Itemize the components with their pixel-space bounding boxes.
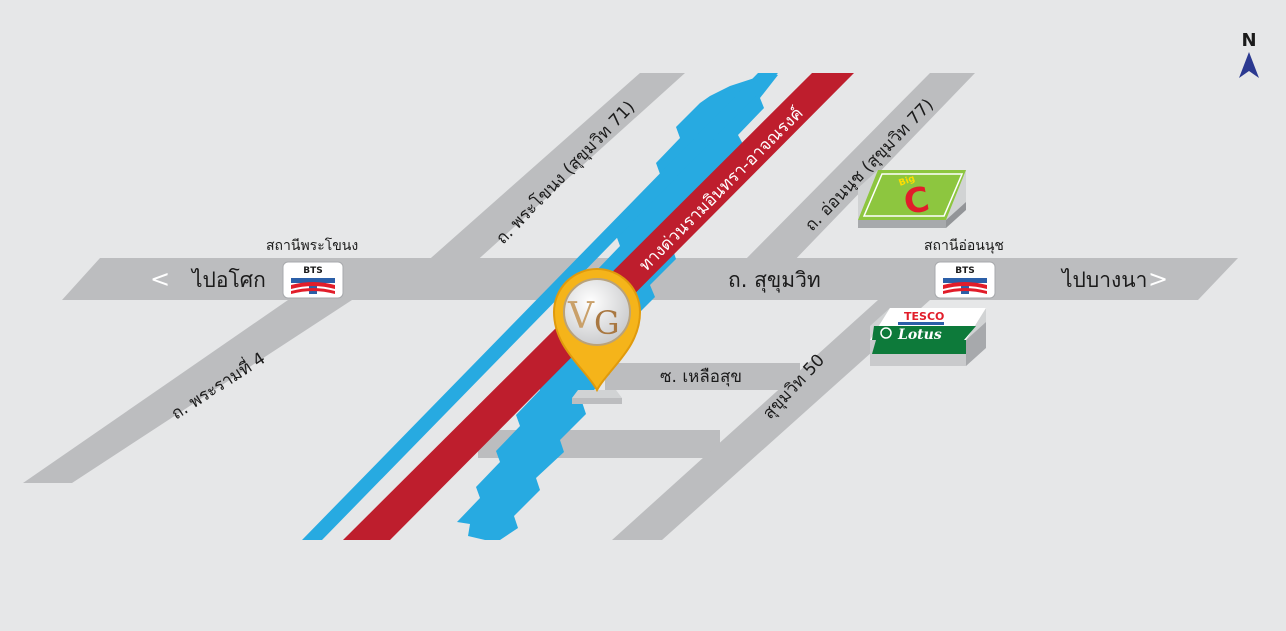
- left-direction-arrow: <: [150, 265, 170, 293]
- right-direction-label: ไปบางนา: [1060, 268, 1147, 292]
- phra-khanong-bts-station: BTS: [282, 261, 344, 299]
- north-arrow-icon: [1239, 52, 1259, 78]
- rama4-road: [23, 300, 352, 483]
- on-nut-bts-station: BTS: [934, 261, 996, 299]
- tesco-lotus-landmark: TESCO Lotus: [870, 308, 986, 366]
- bts-badge-text: BTS: [955, 266, 974, 276]
- bigc-landmark: Big C: [858, 170, 966, 228]
- logo-v: V: [567, 296, 595, 337]
- soi-lueasuk-road: [605, 363, 800, 390]
- logo-g: G: [594, 304, 620, 342]
- location-marker[interactable]: V G: [552, 268, 642, 404]
- bts-badge-text: BTS: [303, 266, 322, 276]
- marker-base: [572, 398, 622, 404]
- lotus-flower-icon: [880, 327, 892, 339]
- sukhumvit50-road: [612, 300, 930, 540]
- left-direction-label: ไปอโศก: [190, 268, 266, 292]
- lotus-text: Lotus: [897, 327, 942, 343]
- bts-logo-icon: [943, 278, 987, 294]
- tesco-text: TESCO: [904, 310, 944, 323]
- phra-khanong-station-label: สถานีพระโขนง: [266, 237, 358, 254]
- north-label: N: [1241, 30, 1256, 51]
- bts-rail-core: [302, 73, 778, 540]
- phra-khanong-road: [423, 73, 685, 265]
- on-nut-road: [740, 73, 975, 265]
- soi-lueasuk-label: ซ. เหลือสุข: [660, 367, 742, 387]
- on-nut-station-label: สถานีอ่อนนุช: [924, 238, 1004, 254]
- right-direction-arrow: >: [1148, 265, 1168, 293]
- north-arrow: N: [1239, 30, 1259, 78]
- sukhumvit-label: ถ. สุขุมวิท: [728, 268, 821, 293]
- bts-logo-icon: [291, 278, 335, 294]
